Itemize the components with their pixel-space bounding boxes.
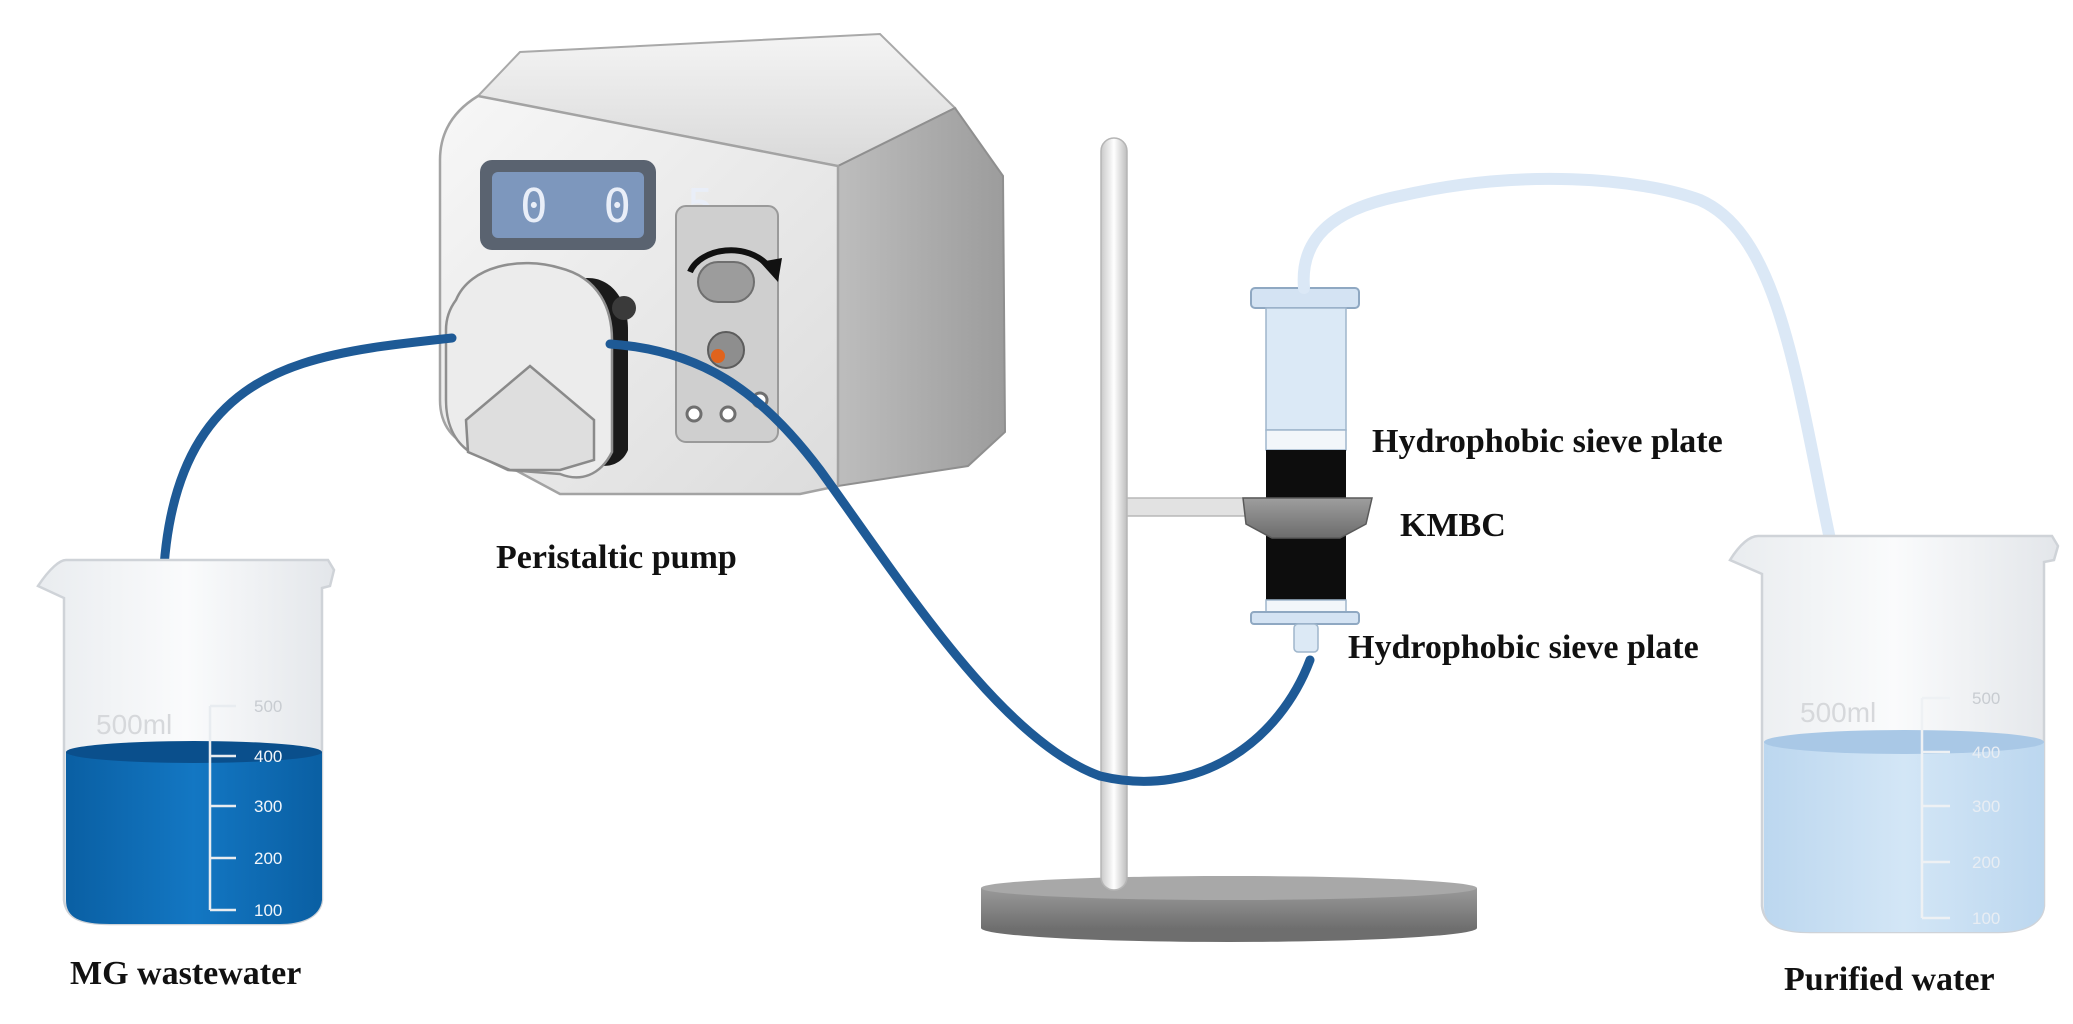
beaker-right-liquid-surface [1764,730,2044,754]
beaker-left-tick-100: 100 [254,901,282,920]
beaker-right-scale: 500 400 300 200 100 [1920,689,2000,928]
beaker-left-volume-text: 500ml [96,709,172,740]
rotation-arrow-icon [687,247,773,274]
beaker-right-volume-text: 500ml [1800,697,1876,728]
column-clamp [1242,497,1373,539]
column-bottom-cap [1250,611,1360,625]
beaker-right-liquid [1764,742,2044,932]
kmbc-label: KMBC [1400,507,1506,544]
rotation-arrowhead-icon [760,258,782,282]
beaker-right: 500ml 500 400 300 200 100 [1728,534,2060,934]
beaker-left-tick-400: 400 [254,747,282,766]
outlet-tube [1297,172,1852,618]
beaker-right-tick-500: 500 [1972,689,2000,708]
pump-side [837,106,1007,488]
top-sieve-plate-label: Hydrophobic sieve plate [1372,423,1723,460]
panel-port-mid [719,405,737,423]
pump-head-roller [464,364,596,472]
stand-base-top [981,876,1477,900]
beaker-left-liquid [66,752,322,924]
beaker-left-tick-500: 500 [254,697,282,716]
beaker-left-liquid-surface [66,741,322,763]
bottom-sieve-plate-label: Hydrophobic sieve plate [1348,629,1699,666]
retort-stand [981,137,1477,942]
beaker-right-tick-200: 200 [1972,853,2000,872]
bottom-sieve-plate [1265,599,1347,613]
beaker-left-label: MG wastewater [70,955,301,992]
adsorption-column [1242,287,1373,653]
pump-display [492,172,644,238]
beaker-right-tick-300: 300 [1972,797,2000,816]
beaker-right-tick-100: 100 [1972,909,2000,928]
beaker-left-tick-300: 300 [254,797,282,816]
beaker-right-label: Purified water [1784,961,1995,998]
beaker-right-tick-400: 400 [1972,743,2000,762]
top-sieve-plate [1265,429,1347,451]
pump-label: Peristaltic pump [496,539,737,576]
direction-switch[interactable] [707,331,745,369]
column-outlet-nozzle [1293,623,1319,653]
pump-control-panel [675,205,779,443]
column-upper-glass [1265,307,1347,431]
pump-to-column-tube [605,339,1315,786]
beaker-left-scale: 500 400 300 200 100 [208,697,282,920]
pump-head-lever[interactable] [612,296,636,320]
beaker-left-tick-200: 200 [254,849,282,868]
peristaltic-pump: 0 0 5 [438,32,1007,496]
panel-port-left [685,405,703,423]
beaker-left: 500ml 500 400 300 200 100 [36,558,336,926]
speed-knob[interactable] [697,261,755,303]
indicator-light [711,349,725,363]
